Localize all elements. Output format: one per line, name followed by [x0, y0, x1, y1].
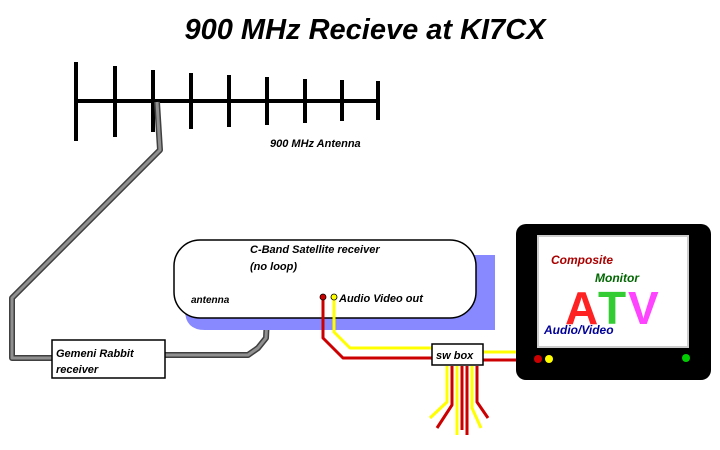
atv-monitor — [516, 224, 711, 380]
rabbit-receiver-box — [51, 339, 166, 379]
monitor-composite-label: Composite — [551, 253, 613, 267]
rabbit-receiver-label: Gemeni Rabbit — [56, 348, 135, 360]
coax-cable-antenna — [9, 101, 163, 361]
antenna-input-label: antenna — [191, 295, 230, 306]
monitor-monitor-label: Monitor — [595, 271, 640, 285]
atv-letter-a: A — [565, 282, 598, 334]
receiver-red-jack — [319, 293, 327, 301]
cable-bundle — [428, 366, 490, 435]
page-title: 900 MHz Recieve at KI7CX — [184, 14, 546, 46]
satellite-receiver-label: C-Band Satellite receiver — [250, 244, 380, 256]
monitor-led-yellow — [545, 355, 553, 363]
audio-video-out-label: Audio Video out — [338, 293, 424, 305]
monitor-led-green — [682, 354, 690, 362]
monitor-audio-video-label: Audio/Video — [543, 323, 614, 337]
antenna-900-label: 900 MHz Antenna — [270, 138, 361, 150]
yagi-antenna — [74, 62, 380, 141]
atv-letter-t: T — [598, 282, 626, 334]
rabbit-receiver-note: receiver — [56, 364, 99, 376]
monitor-led-red — [534, 355, 542, 363]
av-cables-receiver — [321, 298, 433, 360]
receiver-yellow-jack — [330, 293, 338, 301]
sw-box-label: sw box — [436, 350, 474, 362]
atv-letter-v: V — [628, 282, 659, 334]
sw-box — [431, 343, 484, 366]
satellite-receiver-note: (no loop) — [250, 261, 297, 273]
satellite-receiver-box — [173, 239, 477, 319]
